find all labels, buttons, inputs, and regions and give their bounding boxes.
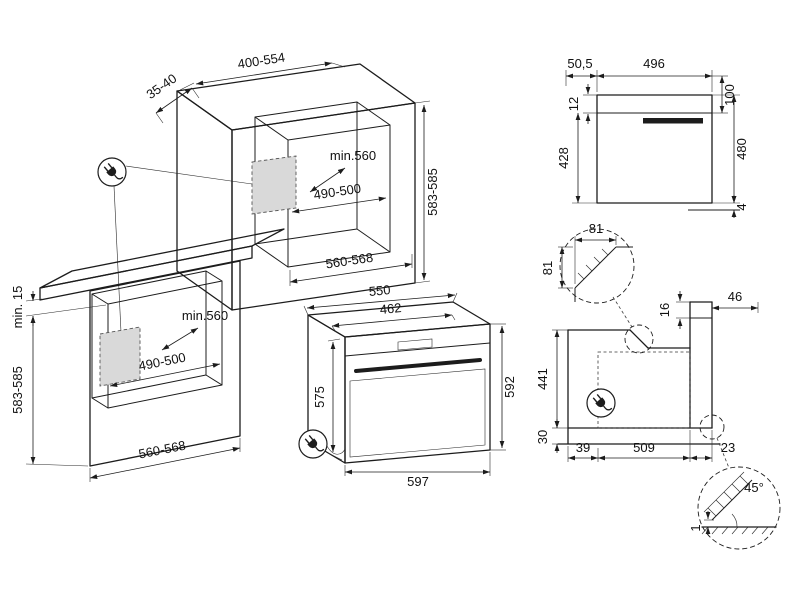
plug-leader-column: [125, 165, 253, 185]
power-plug-icon: [298, 429, 328, 459]
dim-oven-rear-height: 575: [312, 386, 327, 408]
dim-side-rear-gap: 39: [576, 440, 590, 455]
chamfer-detail-dimensions: 45° 1: [688, 480, 764, 535]
dim-column-top-width: 400-554: [237, 49, 286, 71]
dim-column-niche-width: 560-568: [325, 250, 374, 272]
side-view-dimensions: 16 46 441 30 39 509 23: [535, 289, 759, 462]
oven-drawing: 550 462 575 592 597: [298, 282, 517, 489]
side-view-drawing: 16 46 441 30 39 509 23: [535, 289, 759, 469]
dim-side-depth: 509: [633, 440, 655, 455]
dim-column-inner-width: 490-500: [313, 181, 362, 203]
undercounter-outlet-zone: [99, 326, 141, 387]
chamfer-detail: 45° 1: [688, 466, 781, 550]
power-plug-icon: [586, 388, 616, 418]
undercounter-cabinet-drawing: min. 15 583-585 min.560 490-500 560-568: [10, 228, 285, 482]
dim-oven-depth-with-door: 550: [368, 282, 391, 299]
dim-corner-vertical-leg: 81: [540, 261, 555, 275]
corner-detail-linework: [574, 246, 633, 302]
side-view-linework: [557, 301, 721, 445]
dim-topview-bottom-gap: 4: [734, 203, 749, 210]
oven-handle: [354, 358, 482, 373]
oven-dimensions: 550 462 575 592 597: [303, 282, 517, 489]
dim-topview-depth-left: 428: [556, 147, 571, 169]
undercounter-dimensions: min. 15 583-585 min.560 490-500 560-568: [10, 286, 241, 482]
power-cord: [326, 445, 346, 455]
dim-column-niche-depth: min.560: [330, 148, 376, 163]
top-view-drawing: 50,5 496 100 12 428 480 4: [556, 56, 749, 218]
dim-oven-body-depth: 462: [379, 300, 402, 317]
oven-linework: [307, 301, 491, 464]
plug-leader-undercounter: [113, 185, 122, 333]
dim-undercounter-niche-depth: min.560: [182, 308, 228, 323]
dim-column-wall-clearance: 35-40: [143, 71, 179, 102]
dim-oven-width: 597: [407, 474, 429, 489]
dim-side-front-gap: 16: [657, 303, 672, 317]
dim-topview-depth-right: 480: [734, 138, 749, 160]
detail-leader: [612, 296, 633, 328]
dim-undercounter-top-clearance: min. 15: [10, 286, 25, 329]
top-view-dimensions: 50,5 496 100 12 428 480 4: [556, 56, 749, 218]
corner-detail-dimensions: 81 81: [540, 221, 617, 289]
chamfer-detail-linework: [701, 471, 777, 535]
heating-element-band: [643, 118, 703, 124]
dim-topview-top-gap: 12: [566, 97, 581, 111]
corner-detail: 81 81: [540, 221, 635, 328]
dim-chamfer-angle: 45°: [744, 480, 764, 495]
dim-column-niche-height: 583-585: [425, 168, 440, 216]
power-plug-icon: [97, 157, 127, 187]
dim-topview-side-offset: 50,5: [567, 56, 592, 71]
dim-undercounter-inner-width: 490-500: [137, 350, 187, 374]
dim-side-front-clearance: 46: [728, 289, 742, 304]
detail-circle: [697, 466, 781, 550]
dim-corner-horizontal-leg: 81: [589, 221, 603, 236]
dim-topview-cavity-width: 496: [643, 56, 665, 71]
dim-oven-front-height: 592: [502, 376, 517, 398]
corner-detail-marker: [624, 324, 654, 354]
top-view-linework: [565, 70, 740, 211]
dim-side-plinth-height: 30: [535, 430, 550, 444]
dim-chamfer-floor-clearance: 1: [688, 524, 703, 531]
dim-undercounter-niche-height: 583-585: [10, 366, 25, 414]
dim-undercounter-niche-width: 560-568: [137, 438, 187, 462]
column-outlet-zone: [251, 155, 297, 215]
undercounter-linework: [39, 228, 285, 467]
oven-position-outline: [597, 351, 691, 429]
dim-side-niche-height: 441: [535, 368, 550, 390]
dim-side-door-projection: 23: [721, 440, 735, 455]
